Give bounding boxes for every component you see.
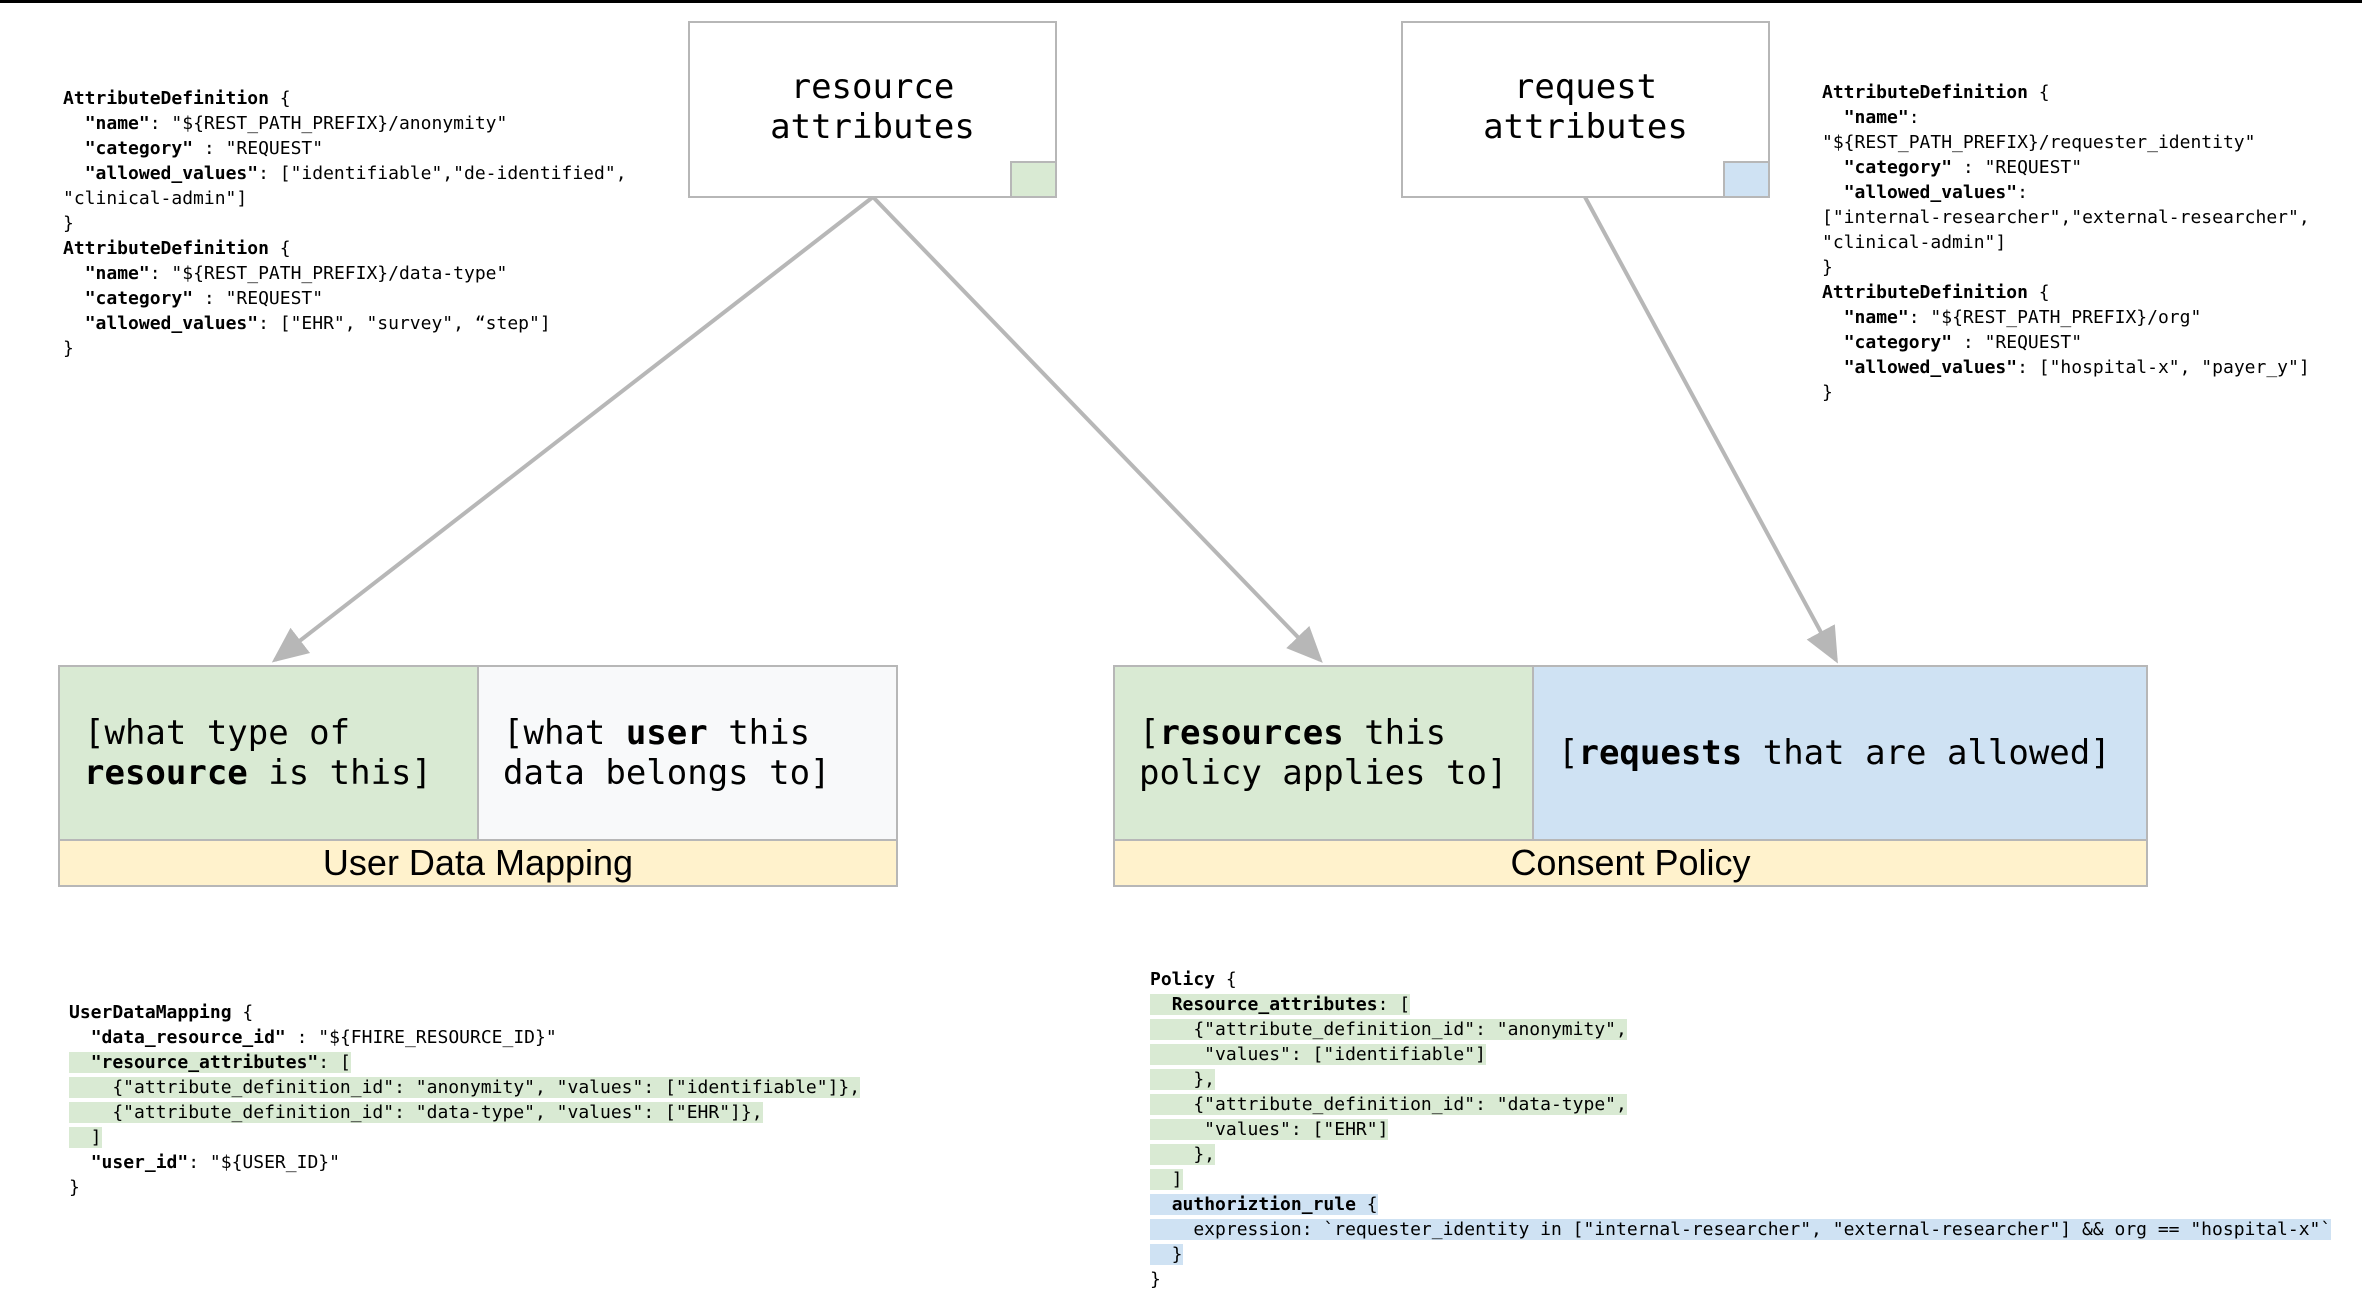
request-attributes-box: request attributes xyxy=(1401,21,1770,198)
code-line: "user_id": "${USER_ID}" xyxy=(90,1152,340,1173)
code-line: } xyxy=(1150,1269,1161,1290)
arrow-resource-to-consent-policy xyxy=(871,195,1323,663)
code-line: AttributeDefinition { xyxy=(1822,82,2050,103)
cp-requests-cell: [requests that are allowed] xyxy=(1532,665,2148,841)
user-data-mapping-title: User Data Mapping xyxy=(58,839,898,887)
consent-policy-title: Consent Policy xyxy=(1113,839,2148,887)
code-line: }, xyxy=(1150,1069,1216,1090)
code-line: } xyxy=(63,338,74,359)
resource-color-swatch xyxy=(1010,161,1055,196)
code-line: "name": "${REST_PATH_PREFIX}/org" xyxy=(1843,307,2202,328)
code-line: "${REST_PATH_PREFIX}/requester_identity" xyxy=(1822,132,2256,153)
code-line: {"attribute_definition_id": "data-type",… xyxy=(69,1102,763,1123)
code-line: "values": ["identifiable"] xyxy=(1150,1044,1486,1065)
code-line: UserDataMapping { xyxy=(69,1002,254,1023)
code-line: ] xyxy=(1150,1169,1183,1190)
resource-attributes-label: resource attributes xyxy=(690,67,1055,147)
request-attributes-line1: request xyxy=(1513,67,1658,107)
cp-requests-text: [requests that are allowed] xyxy=(1558,733,2111,773)
resource-attributes-box: resource attributes xyxy=(688,21,1057,198)
code-line: } xyxy=(1150,1244,1183,1265)
policy-code: Policy { Resource_attributes: [ {"attrib… xyxy=(1150,967,2332,1292)
code-line: "data_resource_id" : "${FHIRE_RESOURCE_I… xyxy=(90,1027,557,1048)
request-attributes-label: request attributes xyxy=(1403,67,1768,147)
udm-resource-type-text: [what type of resource is this] xyxy=(84,713,432,793)
code-line: "name": "${REST_PATH_PREFIX}/data-type" xyxy=(84,263,508,284)
code-line: "allowed_values": ["EHR", "survey", “ste… xyxy=(84,313,551,334)
code-line: authoriztion_rule { xyxy=(1150,1192,2331,1217)
code-line: "category" : "REQUEST" xyxy=(84,288,324,309)
code-line: "allowed_values": ["hospital-x", "payer_… xyxy=(1843,357,2310,378)
code-line: Policy { xyxy=(1150,969,1237,990)
code-line: AttributeDefinition { xyxy=(63,238,291,259)
udm-resource-type-cell: [what type of resource is this] xyxy=(58,665,479,841)
code-line: "allowed_values": xyxy=(1843,182,2028,203)
udm-user-text: [what user this data belongs to] xyxy=(503,713,831,793)
resource-attributes-line1: resource xyxy=(790,67,955,107)
cp-resources-cell: [resources this policy applies to] xyxy=(1113,665,1534,841)
request-color-swatch xyxy=(1723,161,1768,196)
code-line: ] xyxy=(69,1127,102,1148)
code-line: } xyxy=(1822,257,1833,278)
user-data-mapping-code: UserDataMapping { "data_resource_id" : "… xyxy=(69,1000,861,1200)
code-line: "name": "${REST_PATH_PREFIX}/anonymity" xyxy=(84,113,508,134)
code-line: {"attribute_definition_id": "anonymity", xyxy=(1150,1019,1627,1040)
code-line: "values": ["EHR"] xyxy=(1150,1119,1389,1140)
top-border xyxy=(0,0,2362,3)
cp-resources-text: [resources this policy applies to] xyxy=(1139,713,1508,793)
code-line: ["internal-researcher","external-researc… xyxy=(1822,207,2310,228)
resource-attributes-line2: attributes xyxy=(770,107,975,147)
code-line: "category" : "REQUEST" xyxy=(1843,157,2083,178)
udm-user-cell: [what user this data belongs to] xyxy=(477,665,898,841)
code-line: {"attribute_definition_id": "anonymity",… xyxy=(69,1077,861,1098)
code-line: expression: `requester_identity in ["int… xyxy=(1150,1219,2332,1240)
code-line: AttributeDefinition { xyxy=(63,88,291,109)
code-line: "clinical-admin"] xyxy=(1822,232,2007,253)
request-attribute-definitions-code: AttributeDefinition { "name": "${REST_PAT… xyxy=(1822,80,2310,405)
code-line: } xyxy=(1822,382,1833,403)
code-line: "category" : "REQUEST" xyxy=(1843,332,2083,353)
code-line: }, xyxy=(1150,1144,1216,1165)
arrow-resource-to-user-data-mapping xyxy=(271,195,875,663)
code-line: "resource_attributes": [ xyxy=(69,1050,860,1075)
code-line: {"attribute_definition_id": "data-type", xyxy=(1150,1094,1627,1115)
code-line: "category" : "REQUEST" xyxy=(84,138,324,159)
resource-attribute-definitions-code: AttributeDefinition { "name": "${REST_PA… xyxy=(63,86,627,361)
code-line: "name": xyxy=(1843,107,1920,128)
code-line: } xyxy=(63,213,74,234)
code-line: Resource_attributes: [ xyxy=(1150,992,2331,1017)
code-line: } xyxy=(69,1177,80,1198)
request-attributes-line2: attributes xyxy=(1483,107,1688,147)
code-line: AttributeDefinition { xyxy=(1822,282,2050,303)
arrow-request-to-consent-policy xyxy=(1583,196,1838,664)
code-line: "allowed_values": ["identifiable","de-id… xyxy=(84,163,627,184)
code-line: "clinical-admin"] xyxy=(63,188,248,209)
